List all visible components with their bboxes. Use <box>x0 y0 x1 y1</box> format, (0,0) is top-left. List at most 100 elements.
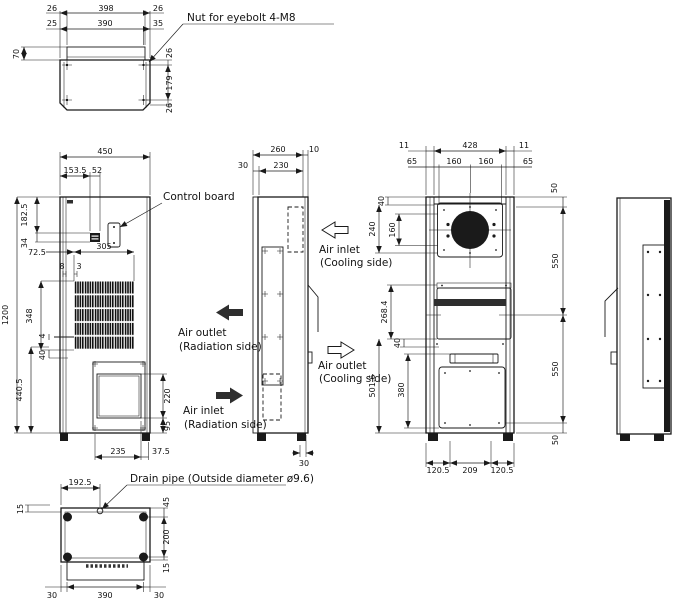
dim-top-nut-right: 35 <box>153 19 163 28</box>
right-side-view <box>604 197 672 441</box>
dim-top-nut-span: 390 <box>97 19 112 28</box>
front-left-foot <box>60 433 68 441</box>
dim-fan-pitch-left: 160 <box>446 157 461 166</box>
dim-inlet-height: 220 <box>163 388 172 403</box>
drain-pipe-leader-line <box>101 484 128 510</box>
front-view-body <box>59 196 151 434</box>
dim-rear-top-gap: 40 <box>377 196 386 206</box>
air-outlet-cooling-label-2: (Cooling side) <box>319 373 391 385</box>
bottom-view-dimensions: 192.5 15 45 200 15 30 390 30 <box>16 478 171 600</box>
dim-fan-frame-v: 240 <box>368 221 377 236</box>
control-board-leader-line <box>119 202 163 228</box>
air-outlet-cooling-arrow-icon <box>327 341 355 359</box>
air-outlet-radiation-arrow-icon <box>216 304 243 321</box>
hidden-duct-upper <box>287 206 304 253</box>
dim-rear-right-top: 50 <box>550 183 559 193</box>
air-inlet-radiation-label-1: Air inlet <box>183 405 224 417</box>
fan-assembly <box>429 193 511 268</box>
top-view: 26 398 26 25 390 35 70 26 179 26 Nut for… <box>12 4 334 113</box>
dim-rear-panel-height: 380 <box>397 382 406 397</box>
dim-top-flange-width: 398 <box>98 4 113 13</box>
side-inner-panel <box>261 246 284 386</box>
bottom-foot-1 <box>63 512 72 522</box>
right-view-right-foot <box>654 434 664 441</box>
side-view: 260 10 30 230 30 <box>238 145 319 468</box>
dim-fan-margin-left: 65 <box>407 157 417 166</box>
dim-front-height: 1200 <box>1 305 10 325</box>
rear-mid-section <box>426 282 514 345</box>
dim-lower-height: 440.5 <box>15 379 24 402</box>
nut-leader-line <box>148 23 184 63</box>
rear-left-foot <box>428 433 438 441</box>
dim-gap-small: 4 <box>38 333 47 338</box>
dim-front-width: 450 <box>97 147 112 156</box>
dim-fan-pitch-v: 160 <box>388 222 397 237</box>
dim-board-top: 182.5 <box>20 204 29 227</box>
dim-inlet-bottom: 95 <box>163 421 172 431</box>
dim-side-bottom-gap: 30 <box>299 459 309 468</box>
dim-bottom-depth-bottom: 15 <box>162 563 171 573</box>
rear-view: 11 428 11 65 160 160 65 40 160 240 268.4… <box>368 141 567 475</box>
dim-top-margin-left: 26 <box>47 4 57 13</box>
dim-inlet-width: 235 <box>110 447 125 456</box>
air-inlet-radiation-arrow-icon <box>216 387 243 404</box>
top-view-body <box>59 59 151 111</box>
rear-lower-section <box>438 353 506 429</box>
outlet-flap-line <box>307 284 319 332</box>
air-outlet-radiation-label-1: Air outlet <box>178 327 226 339</box>
radiation-inlet-frame <box>92 361 146 431</box>
dim-rear-base-left: 120.5 <box>427 466 450 475</box>
top-view-dimensions: 26 398 26 25 390 35 70 26 179 26 <box>12 4 174 113</box>
side-right-foot <box>297 433 306 441</box>
dim-fan-pitch-right: 160 <box>478 157 493 166</box>
dim-fan-margin-right: 65 <box>523 157 533 166</box>
dim-side-depth: 260 <box>270 145 285 154</box>
dim-top-nut-depth: 179 <box>165 75 174 90</box>
bottom-duct <box>66 561 145 581</box>
dim-rear-right-lower: 550 <box>551 361 560 376</box>
side-view-front-lip <box>252 196 259 434</box>
dim-rear-side-left: 11 <box>399 141 409 150</box>
bottom-foot-2 <box>139 512 148 522</box>
dim-top-depth-top: 26 <box>165 48 174 58</box>
dim-top-nut-left: 25 <box>47 19 57 28</box>
air-outlet-cooling-label-1: Air outlet <box>318 360 366 372</box>
dim-bottom-base-left: 30 <box>47 591 57 600</box>
side-right-tab <box>307 351 313 364</box>
dim-rear-right-bottom: 50 <box>551 435 560 445</box>
hidden-duct-lower <box>262 373 282 421</box>
dim-rear-lower-gap: 40 <box>393 338 402 348</box>
bottom-view-body <box>60 507 151 563</box>
air-inlet-cooling-label-2: (Cooling side) <box>320 257 392 269</box>
radiation-grille <box>74 281 134 350</box>
dim-edge-gap-a: 8 <box>59 262 64 271</box>
side-left-foot <box>257 433 266 441</box>
dim-board-height: 34 <box>20 238 29 248</box>
drain-pipe-callout: Drain pipe (Outside diameter ø9.6) <box>101 473 314 510</box>
bottom-foot-4 <box>139 552 148 562</box>
bottom-view: 192.5 15 45 200 15 30 390 30 Drain pipe … <box>16 473 314 600</box>
front-view: 450 153.5 52 182.5 34 72.5 305 8 3 1200 … <box>1 147 235 460</box>
dim-top-depth-bottom: 26 <box>165 103 174 113</box>
side-view-body <box>257 196 309 434</box>
dim-drain-edge: 15 <box>16 504 25 514</box>
dim-board-width: 52 <box>92 166 102 175</box>
rear-right-foot <box>503 433 513 441</box>
dim-rear-width: 428 <box>462 141 477 150</box>
dim-side-body-depth: 230 <box>273 161 288 170</box>
control-board-label: Control board <box>163 191 235 203</box>
air-outlet-radiation-label-2: (Radiation side) <box>179 341 262 353</box>
dim-gap-lower: 40 <box>38 350 47 360</box>
control-board <box>90 222 121 248</box>
right-view-body <box>616 197 672 435</box>
dim-side-front-gap: 30 <box>238 161 248 170</box>
dim-rear-lower-height: 501.6 <box>368 375 377 398</box>
dim-inlet-offset-right: 37.5 <box>152 447 170 456</box>
dim-top-margin-right: 26 <box>153 4 163 13</box>
front-view-dimensions: 450 153.5 52 182.5 34 72.5 305 8 3 1200 … <box>1 147 172 460</box>
side-view-dimensions: 260 10 30 230 30 <box>238 145 319 468</box>
dim-drain-offset: 192.5 <box>69 478 92 487</box>
dim-board-offset: 153.5 <box>64 166 87 175</box>
